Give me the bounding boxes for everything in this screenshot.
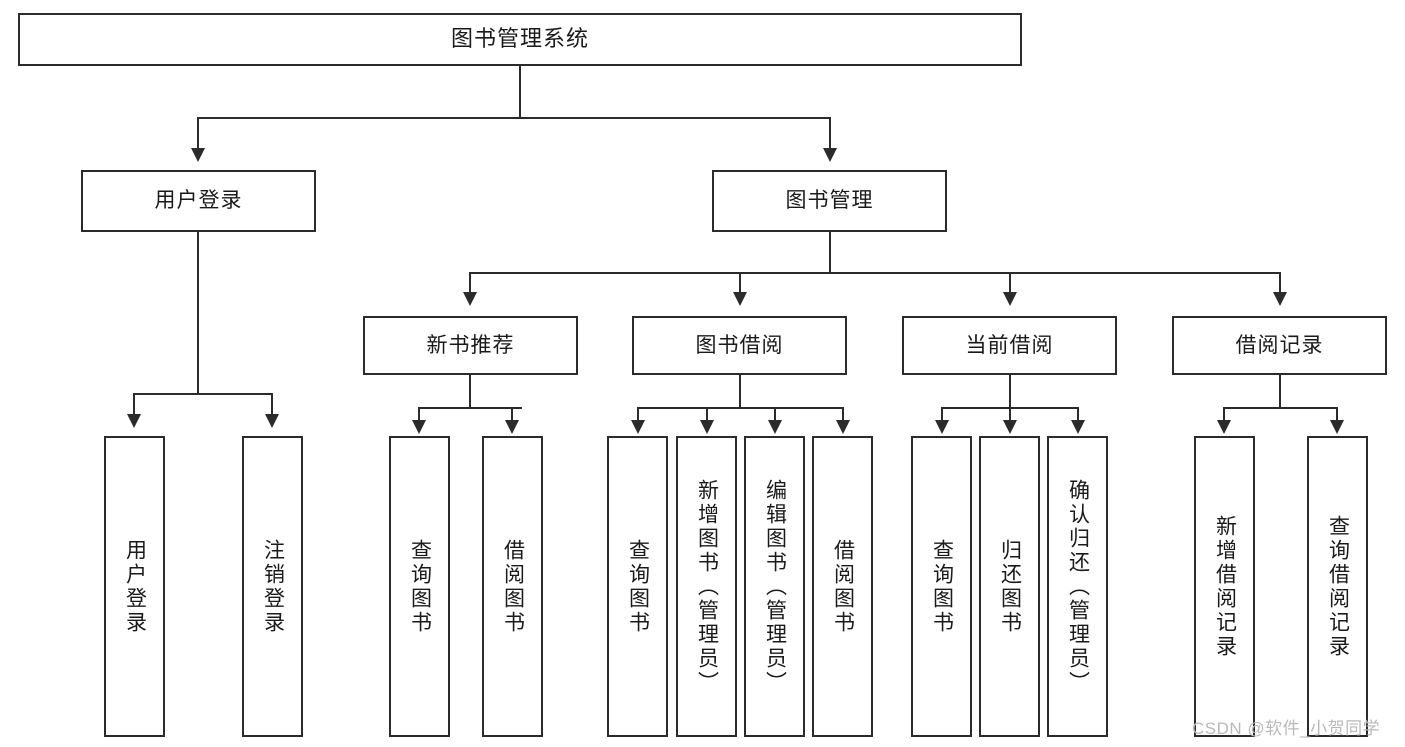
leaf-br-add-record[interactable]: 新增借阅记录 [1194, 436, 1255, 737]
node-book-borrow[interactable]: 图书借阅 [632, 316, 847, 375]
leaf-bb-borrow-book[interactable]: 借阅图书 [812, 436, 873, 737]
arrowhead-nb-leaf2 [505, 420, 519, 434]
edge-bus-level3 [469, 272, 1281, 274]
node-root-system[interactable]: 图书管理系统 [18, 13, 1022, 66]
edge-to-book-borrow [739, 272, 741, 294]
edge-br-leaf1 [1223, 407, 1225, 421]
edge-bus-level2 [197, 117, 831, 119]
node-label: 图书管理 [785, 189, 874, 213]
leaf-cb-query-book[interactable]: 查询图书 [911, 436, 972, 737]
arrowhead-bb-leaf1 [631, 420, 645, 434]
edge-bus-borrow-record [1223, 407, 1337, 409]
node-label: 图书管理系统 [450, 26, 589, 52]
edge-bb-leaf2 [706, 407, 708, 421]
arrowhead-book-mgmt [823, 148, 837, 162]
edge-bus-user-login [133, 393, 273, 395]
leaf-bb-query-book[interactable]: 查询图书 [607, 436, 668, 737]
edge-bus-book-borrow [637, 407, 843, 409]
edge-book-mgmt-trunk [829, 232, 831, 273]
arrowhead-bb-leaf2 [700, 420, 714, 434]
arrowhead-current-borrow [1003, 292, 1017, 306]
edge-to-user-login [197, 117, 199, 150]
arrowhead-br-leaf1 [1217, 420, 1231, 434]
edge-cb-leaf1 [941, 407, 943, 421]
arrowhead-cb-leaf3 [1071, 420, 1085, 434]
leaf-nb-query-book[interactable]: 查询图书 [389, 436, 450, 737]
node-label: 当前借阅 [965, 333, 1054, 357]
edge-book-borrow-trunk [739, 375, 741, 408]
edge-bb-leaf1 [637, 407, 639, 421]
leaf-label: 借阅图书 [831, 538, 855, 635]
node-new-book-recommend[interactable]: 新书推荐 [363, 316, 578, 375]
arrowhead-bb-leaf4 [836, 420, 850, 434]
node-borrow-record[interactable]: 借阅记录 [1172, 316, 1387, 375]
leaf-bb-add-book-admin[interactable]: 新增图书（管理员） [676, 436, 737, 737]
leaf-cb-confirm-return-admin[interactable]: 确认归还（管理员） [1047, 436, 1108, 737]
leaf-label: 注销登录 [261, 538, 285, 635]
edge-to-new-book [469, 272, 471, 294]
edge-cb-leaf2 [1009, 407, 1011, 421]
leaf-label: 新增借阅记录 [1213, 514, 1237, 659]
leaf-label: 查询图书 [626, 538, 650, 635]
arrowhead-cb-leaf1 [935, 420, 949, 434]
edge-bb-leaf4 [842, 407, 844, 421]
leaf-br-query-record[interactable]: 查询借阅记录 [1307, 436, 1368, 737]
edge-nb-leaf2 [511, 407, 513, 421]
leaf-user-logout[interactable]: 注销登录 [242, 436, 303, 737]
leaf-label: 归还图书 [998, 538, 1022, 635]
arrowhead-br-leaf2 [1330, 420, 1344, 434]
leaf-label: 查询图书 [408, 538, 432, 635]
edge-new-book-trunk [469, 375, 471, 408]
edge-user-login-trunk [197, 232, 199, 394]
node-label: 借阅记录 [1235, 333, 1324, 357]
arrowhead-bb-leaf3 [768, 420, 782, 434]
edge-br-leaf2 [1336, 407, 1338, 421]
leaf-label: 新增图书（管理员） [695, 478, 719, 695]
edge-to-book-mgmt [829, 117, 831, 150]
edge-to-borrow-record [1279, 272, 1281, 294]
node-user-login[interactable]: 用户登录 [81, 170, 316, 232]
arrowhead-new-book [463, 292, 477, 306]
node-book-management[interactable]: 图书管理 [712, 170, 947, 232]
leaf-label: 借阅图书 [501, 538, 525, 635]
edge-to-logout [271, 393, 273, 416]
watermark-text: CSDN @软件_小贺同学 [1192, 719, 1381, 738]
edge-borrow-record-trunk [1279, 375, 1281, 408]
leaf-user-login[interactable]: 用户登录 [104, 436, 165, 737]
leaf-label: 编辑图书（管理员） [763, 478, 787, 695]
edge-to-current-borrow [1009, 272, 1011, 294]
leaf-nb-borrow-book[interactable]: 借阅图书 [482, 436, 543, 737]
leaf-label: 用户登录 [123, 538, 147, 635]
edge-cb-leaf3 [1077, 407, 1079, 421]
edge-bb-leaf3 [774, 407, 776, 421]
edge-root-trunk [519, 66, 521, 118]
arrowhead-book-borrow [733, 292, 747, 306]
leaf-cb-return-book[interactable]: 归还图书 [979, 436, 1040, 737]
leaf-label: 确认归还（管理员） [1066, 478, 1090, 695]
node-current-borrow[interactable]: 当前借阅 [902, 316, 1117, 375]
leaf-label: 查询借阅记录 [1326, 514, 1350, 659]
arrowhead-nb-leaf1 [412, 420, 426, 434]
leaf-label: 查询图书 [930, 538, 954, 635]
arrowhead-user-login [191, 148, 205, 162]
edge-bus-new-book [418, 407, 522, 409]
edge-current-borrow-trunk [1009, 375, 1011, 408]
node-label: 图书借阅 [695, 333, 784, 357]
node-label: 用户登录 [154, 189, 243, 213]
leaf-bb-edit-book-admin[interactable]: 编辑图书（管理员） [744, 436, 805, 737]
edge-nb-leaf1 [418, 407, 420, 421]
edge-to-login [133, 393, 135, 416]
arrowhead-cb-leaf2 [1003, 420, 1017, 434]
arrowhead-logout [265, 414, 279, 428]
node-label: 新书推荐 [426, 333, 515, 357]
arrowhead-borrow-record [1273, 292, 1287, 306]
arrowhead-login [127, 414, 141, 428]
